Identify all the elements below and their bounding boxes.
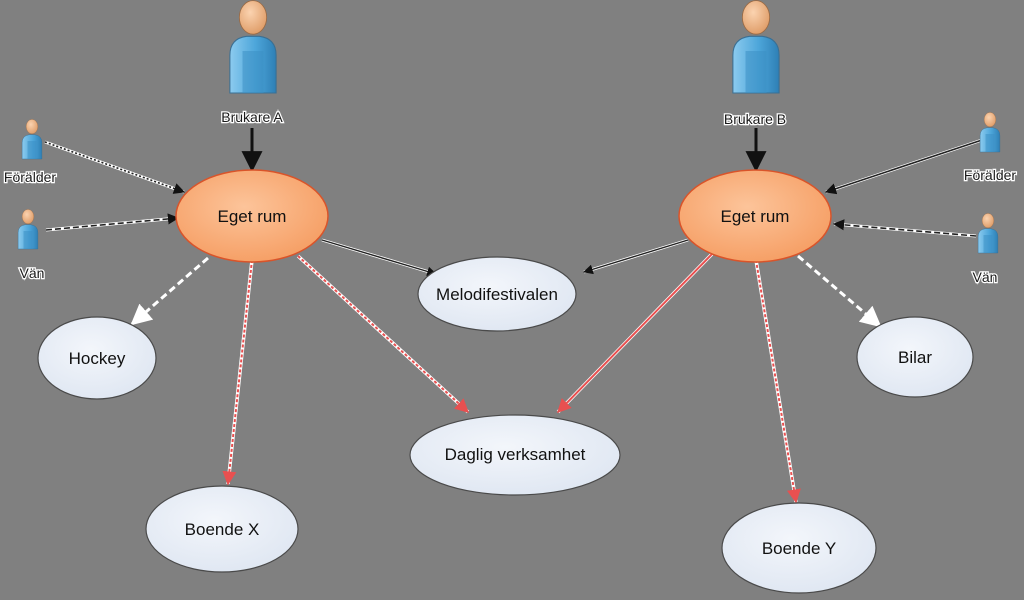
user-icon bbox=[17, 209, 39, 250]
topic-hockey: Hockey bbox=[37, 316, 157, 400]
hub-left: Eget rum bbox=[175, 169, 329, 263]
parent-right: Förälder bbox=[963, 112, 1018, 184]
hub-right-label: Eget rum bbox=[721, 207, 790, 226]
user-a-label: Brukare A bbox=[221, 109, 283, 125]
topic-daglig-verksamhet: Daglig verksamhet bbox=[409, 414, 621, 496]
topic-melodifestivalen: Melodifestivalen bbox=[417, 256, 577, 332]
user-icon bbox=[977, 213, 999, 254]
edge-hub-left-to-hockey bbox=[130, 256, 209, 326]
friend-right: Vän bbox=[971, 213, 999, 286]
parent-left: Förälder bbox=[3, 119, 58, 186]
bilar-label: Bilar bbox=[898, 348, 932, 367]
friend-right-label: Vän bbox=[973, 269, 998, 285]
hub-left-label: Eget rum bbox=[218, 207, 287, 226]
friend-left-label: Vän bbox=[20, 265, 45, 281]
parent-right-label: Förälder bbox=[964, 167, 1016, 183]
topic-boende-x: Boende X bbox=[145, 485, 299, 573]
topic-boende-y: Boende Y bbox=[721, 502, 877, 594]
user-b: Brukare B bbox=[723, 0, 787, 128]
boende-y-label: Boende Y bbox=[762, 539, 836, 558]
user-b-label: Brukare B bbox=[724, 111, 786, 127]
hockey-label: Hockey bbox=[69, 349, 126, 368]
user-icon bbox=[732, 0, 780, 94]
edge-hub-right-to-bilar bbox=[797, 254, 882, 328]
topic-bilar: Bilar bbox=[856, 316, 974, 398]
user-icon bbox=[229, 0, 277, 94]
friend-left: Vän bbox=[17, 209, 46, 282]
user-icon bbox=[979, 112, 1001, 153]
parent-left-label: Förälder bbox=[4, 169, 56, 185]
boende-x-label: Boende X bbox=[185, 520, 260, 539]
user-icon bbox=[21, 119, 43, 160]
daglig-label: Daglig verksamhet bbox=[445, 445, 586, 464]
hub-right: Eget rum bbox=[678, 169, 832, 263]
user-a: Brukare A bbox=[220, 0, 285, 126]
melodifestivalen-label: Melodifestivalen bbox=[436, 285, 558, 304]
